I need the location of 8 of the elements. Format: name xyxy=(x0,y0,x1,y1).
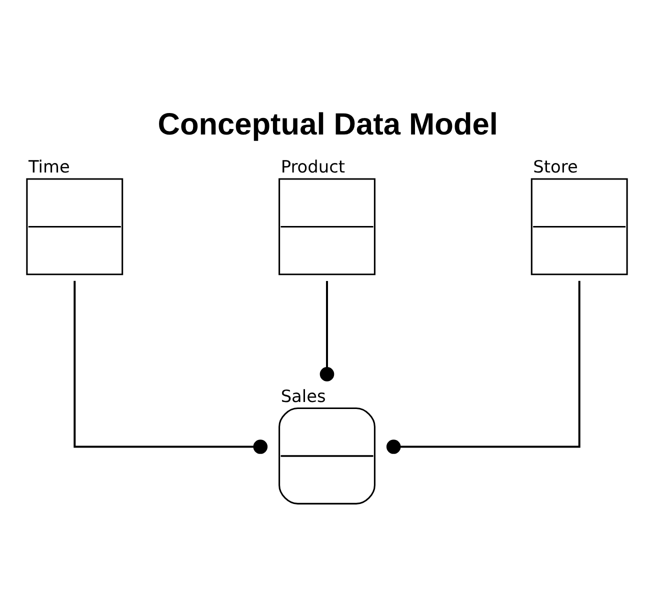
diagram-title: Conceptual Data Model xyxy=(158,106,498,142)
connector xyxy=(74,280,268,454)
connector xyxy=(320,281,334,382)
node-label: Time xyxy=(28,156,70,177)
node-label: Sales xyxy=(280,386,326,406)
node-label: Store xyxy=(533,156,578,177)
connector xyxy=(386,280,580,454)
node-label: Product xyxy=(280,156,346,177)
